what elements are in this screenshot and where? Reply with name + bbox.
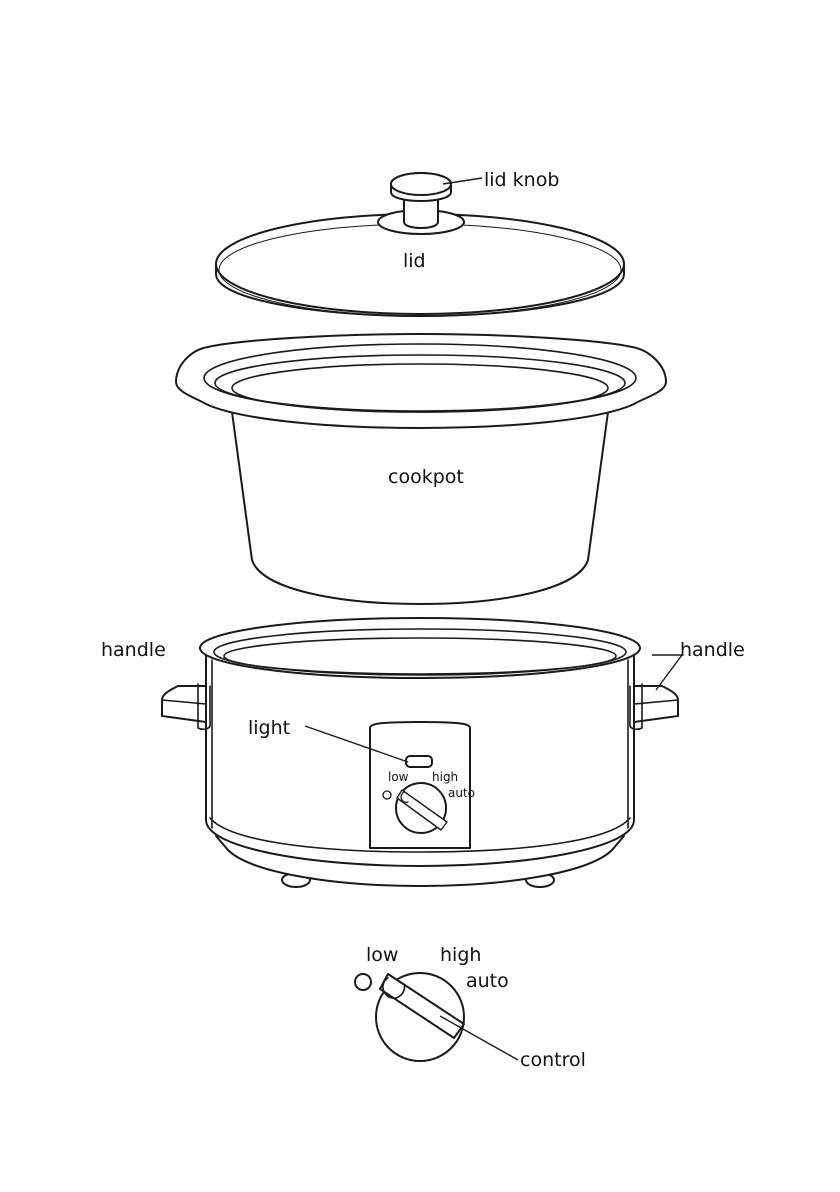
handle-left	[162, 684, 210, 729]
indicator-light	[406, 756, 432, 767]
control-dial-detail	[355, 973, 464, 1061]
control-panel: low high auto	[370, 722, 475, 848]
label-handle-left: handle	[101, 639, 166, 661]
dial-off-mark	[355, 974, 371, 990]
panel-setting-high: high	[432, 770, 458, 784]
label-lid: lid	[403, 250, 426, 272]
label-control: control	[520, 1049, 586, 1071]
panel-off-mark	[383, 791, 391, 799]
label-dial-high: high	[440, 944, 481, 966]
label-lid-knob: lid knob	[484, 169, 559, 191]
label-dial-low: low	[366, 944, 398, 966]
panel-setting-low: low	[388, 770, 409, 784]
label-cookpot: cookpot	[388, 466, 464, 488]
label-light: light	[248, 717, 290, 739]
label-dial-auto: auto	[466, 970, 509, 992]
handle-right	[630, 684, 678, 729]
label-handle-right: handle	[680, 639, 745, 661]
panel-setting-auto: auto	[448, 786, 475, 800]
